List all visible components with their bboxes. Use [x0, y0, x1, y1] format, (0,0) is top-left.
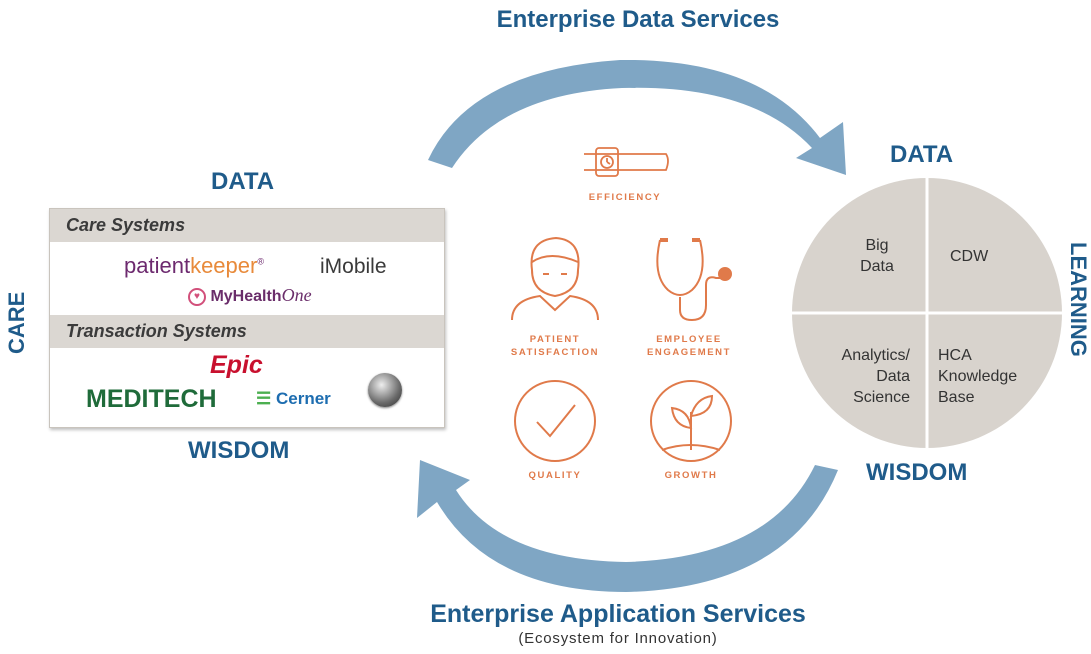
ecosystem-subtitle: (Ecosystem for Innovation) — [518, 630, 718, 647]
cerner-logo-text: Cerner — [275, 389, 331, 408]
patientkeeper-logo-part2: keeper — [190, 253, 258, 278]
cerner-icon: ☰ — [256, 389, 272, 408]
myhealthone-logo-part2: One — [281, 285, 312, 305]
patient-satisfaction-line2: SATISFACTION — [510, 347, 600, 358]
employee-engagement-line2: ENGAGEMENT — [646, 347, 732, 358]
enterprise-application-services-title: Enterprise Application Services — [430, 600, 806, 628]
quadrant-hca-knowledge-base: HCA Knowledge Base — [938, 345, 1017, 408]
sprout-icon — [650, 380, 732, 462]
watch-icon — [584, 147, 669, 177]
right-data-label: DATA — [890, 141, 954, 168]
knowledge-circle — [792, 178, 1062, 448]
enterprise-data-services-title: Enterprise Data Services — [496, 6, 780, 33]
heart-icon: ♥ — [188, 287, 206, 306]
patientkeeper-logo-part1: patient — [124, 253, 191, 278]
quadrant-big-data-line1: Big — [865, 237, 889, 254]
imobile-logo: iMobile — [320, 255, 387, 278]
quadrant-analytics-line1: Analytics/ — [841, 347, 910, 364]
patient-satisfaction-label: PATIENT SATISFACTION — [500, 334, 610, 358]
employee-engagement-line1: EMPLOYEE — [656, 334, 722, 345]
transaction-systems-header: Transaction Systems — [50, 315, 444, 348]
right-wisdom-label: WISDOM — [866, 459, 968, 486]
care-systems-header: Care Systems — [50, 209, 444, 242]
person-icon — [511, 236, 599, 321]
employee-engagement-label: EMPLOYEE ENGAGEMENT — [634, 334, 744, 358]
quadrant-analytics-line3: Science — [853, 389, 910, 406]
quadrant-analytics: Analytics/ Data Science — [826, 345, 910, 408]
quadrant-hca-line2: Knowledge — [938, 368, 1018, 385]
quadrant-cdw: CDW — [950, 248, 989, 265]
meditech-logo: MEDITECH — [86, 385, 217, 413]
learning-side-label: LEARNING — [1066, 242, 1091, 357]
patientkeeper-logo: patientkeeper® — [124, 253, 264, 279]
myhealthone-logo: ♥ MyHealthOne — [188, 285, 312, 306]
left-wisdom-label: WISDOM — [188, 437, 290, 464]
top-cycle-arrow — [428, 59, 846, 175]
systems-panel: Care Systems patientkeeper® iMobile ♥ My… — [49, 208, 445, 428]
cerner-logo: ☰ Cerner — [256, 389, 331, 409]
quadrant-big-data-line2: Data — [860, 258, 894, 275]
patient-satisfaction-line1: PATIENT — [529, 334, 581, 345]
quadrant-hca-line3: Base — [938, 389, 975, 406]
care-side-label: CARE — [4, 291, 29, 354]
quadrant-analytics-line2: Data — [876, 368, 910, 385]
stethoscope-icon — [656, 238, 732, 322]
patientkeeper-registered-mark: ® — [257, 256, 264, 267]
quadrant-hca-line1: HCA — [938, 347, 972, 364]
myhealthone-logo-part1: MyHealth — [210, 288, 282, 305]
bottom-cycle-arrow — [417, 460, 838, 592]
quadrant-big-data: Big Data — [852, 235, 902, 277]
quality-label: QUALITY — [528, 470, 582, 481]
growth-label: GROWTH — [664, 470, 718, 481]
epic-logo: Epic — [210, 351, 263, 379]
efficiency-label: EFFICIENCY — [588, 192, 662, 203]
left-data-label: DATA — [211, 168, 275, 195]
globe-seal-icon — [368, 373, 402, 407]
checkmark-icon — [514, 380, 596, 462]
